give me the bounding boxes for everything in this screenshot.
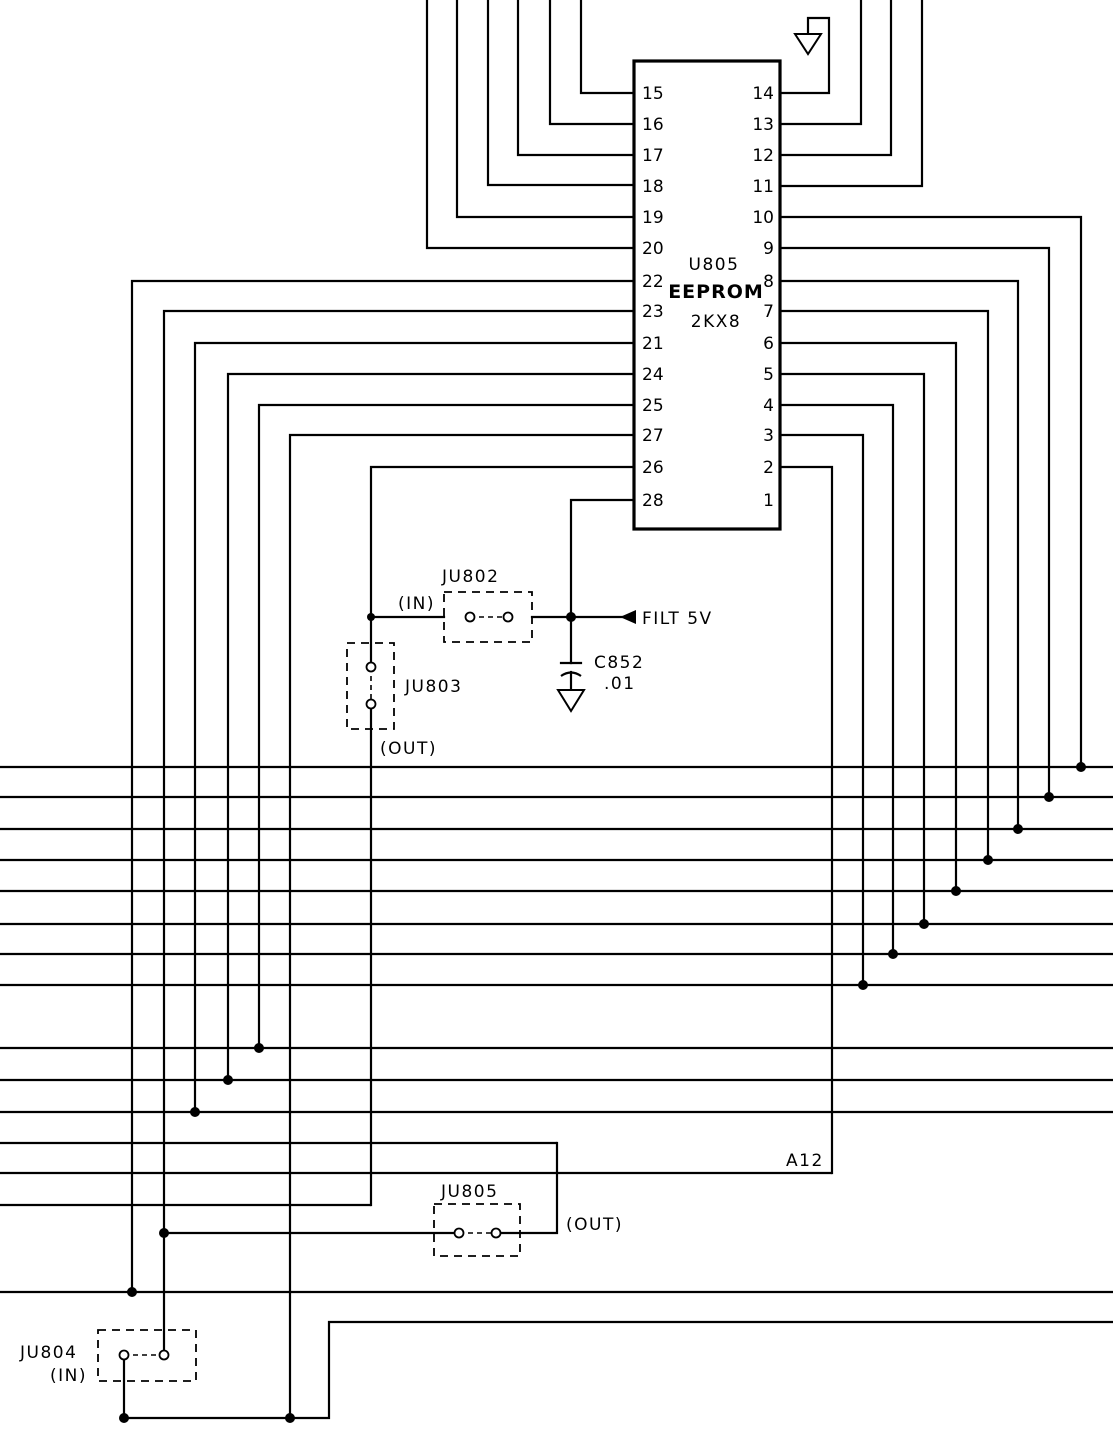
chip-type-label: EEPROM	[668, 281, 764, 303]
chip-ref-label: U805	[689, 255, 740, 275]
pin-label: 1	[763, 491, 774, 511]
pin-label: 18	[642, 177, 664, 197]
pin-label: 16	[642, 115, 664, 135]
capacitor-c852	[556, 661, 586, 713]
right-data-traces	[777, 215, 1083, 1175]
top-right-traces	[777, 0, 924, 188]
pin-label: 23	[642, 302, 664, 322]
pin-label: 4	[763, 396, 774, 416]
ju803-state-label: (OUT)	[380, 739, 437, 759]
pin-label: 27	[642, 426, 664, 446]
pin-label: 14	[752, 84, 774, 104]
jumper-ju803	[346, 642, 395, 730]
vcc-trace	[369, 498, 636, 665]
c852-value-label: .01	[604, 674, 636, 694]
pin-label: 9	[763, 239, 774, 259]
eeprom-chip-u805	[632, 59, 782, 531]
ju803-label: JU803	[404, 677, 462, 697]
pin-label: 10	[752, 208, 774, 228]
pin-label: 28	[642, 491, 664, 511]
c852-ref-label: C852	[594, 653, 644, 673]
top-left-traces	[425, 0, 636, 250]
pin-label: 17	[642, 146, 664, 166]
left-address-traces	[130, 279, 636, 1420]
pin-label: 25	[642, 396, 664, 416]
jumper-ju802	[443, 591, 533, 643]
pin-label: 6	[763, 334, 774, 354]
jumper-ju804	[97, 1329, 197, 1420]
ju805-state-label: (OUT)	[566, 1215, 623, 1235]
pin-label: 12	[752, 146, 774, 166]
pin-label: 24	[642, 365, 664, 385]
pin-label: 26	[642, 458, 664, 478]
pin-label: 19	[642, 208, 664, 228]
pin-label: 11	[752, 177, 774, 197]
pin-label: 5	[763, 365, 774, 385]
pin-label: 13	[752, 115, 774, 135]
pin-label: 2	[763, 458, 774, 478]
left-pin-labels: 15 16 17 18 19 20 22 23 21 24 25 27 26 2…	[642, 84, 664, 511]
a12-net-label: A12	[786, 1151, 824, 1171]
pin-label: 15	[642, 84, 664, 104]
pin-label: 21	[642, 334, 664, 354]
pin-label: 3	[763, 426, 774, 446]
ju804-state-label: (IN)	[50, 1366, 87, 1386]
ground-symbol-top	[793, 33, 823, 56]
ju802-label: JU802	[441, 567, 499, 587]
pin-label: 8	[763, 272, 774, 292]
right-pin-labels: 14 13 12 11 10 9 8 7 6 5 4 3 2 1	[752, 84, 774, 511]
pin-label: 7	[763, 302, 774, 322]
junction-dots	[119, 612, 1086, 1423]
ju805-label: JU805	[440, 1182, 498, 1202]
pin-label: 22	[642, 272, 664, 292]
jumper-ju805	[162, 1141, 559, 1257]
filt-5v-arrow	[620, 610, 636, 624]
bus-lines	[0, 765, 1113, 1420]
filt-5v-label: FILT 5V	[642, 609, 713, 629]
ju802-state-label: (IN)	[398, 594, 435, 614]
ju804-label: JU804	[19, 1343, 77, 1363]
pin-label: 20	[642, 239, 664, 259]
chip-size-label: 2KX8	[691, 312, 741, 332]
